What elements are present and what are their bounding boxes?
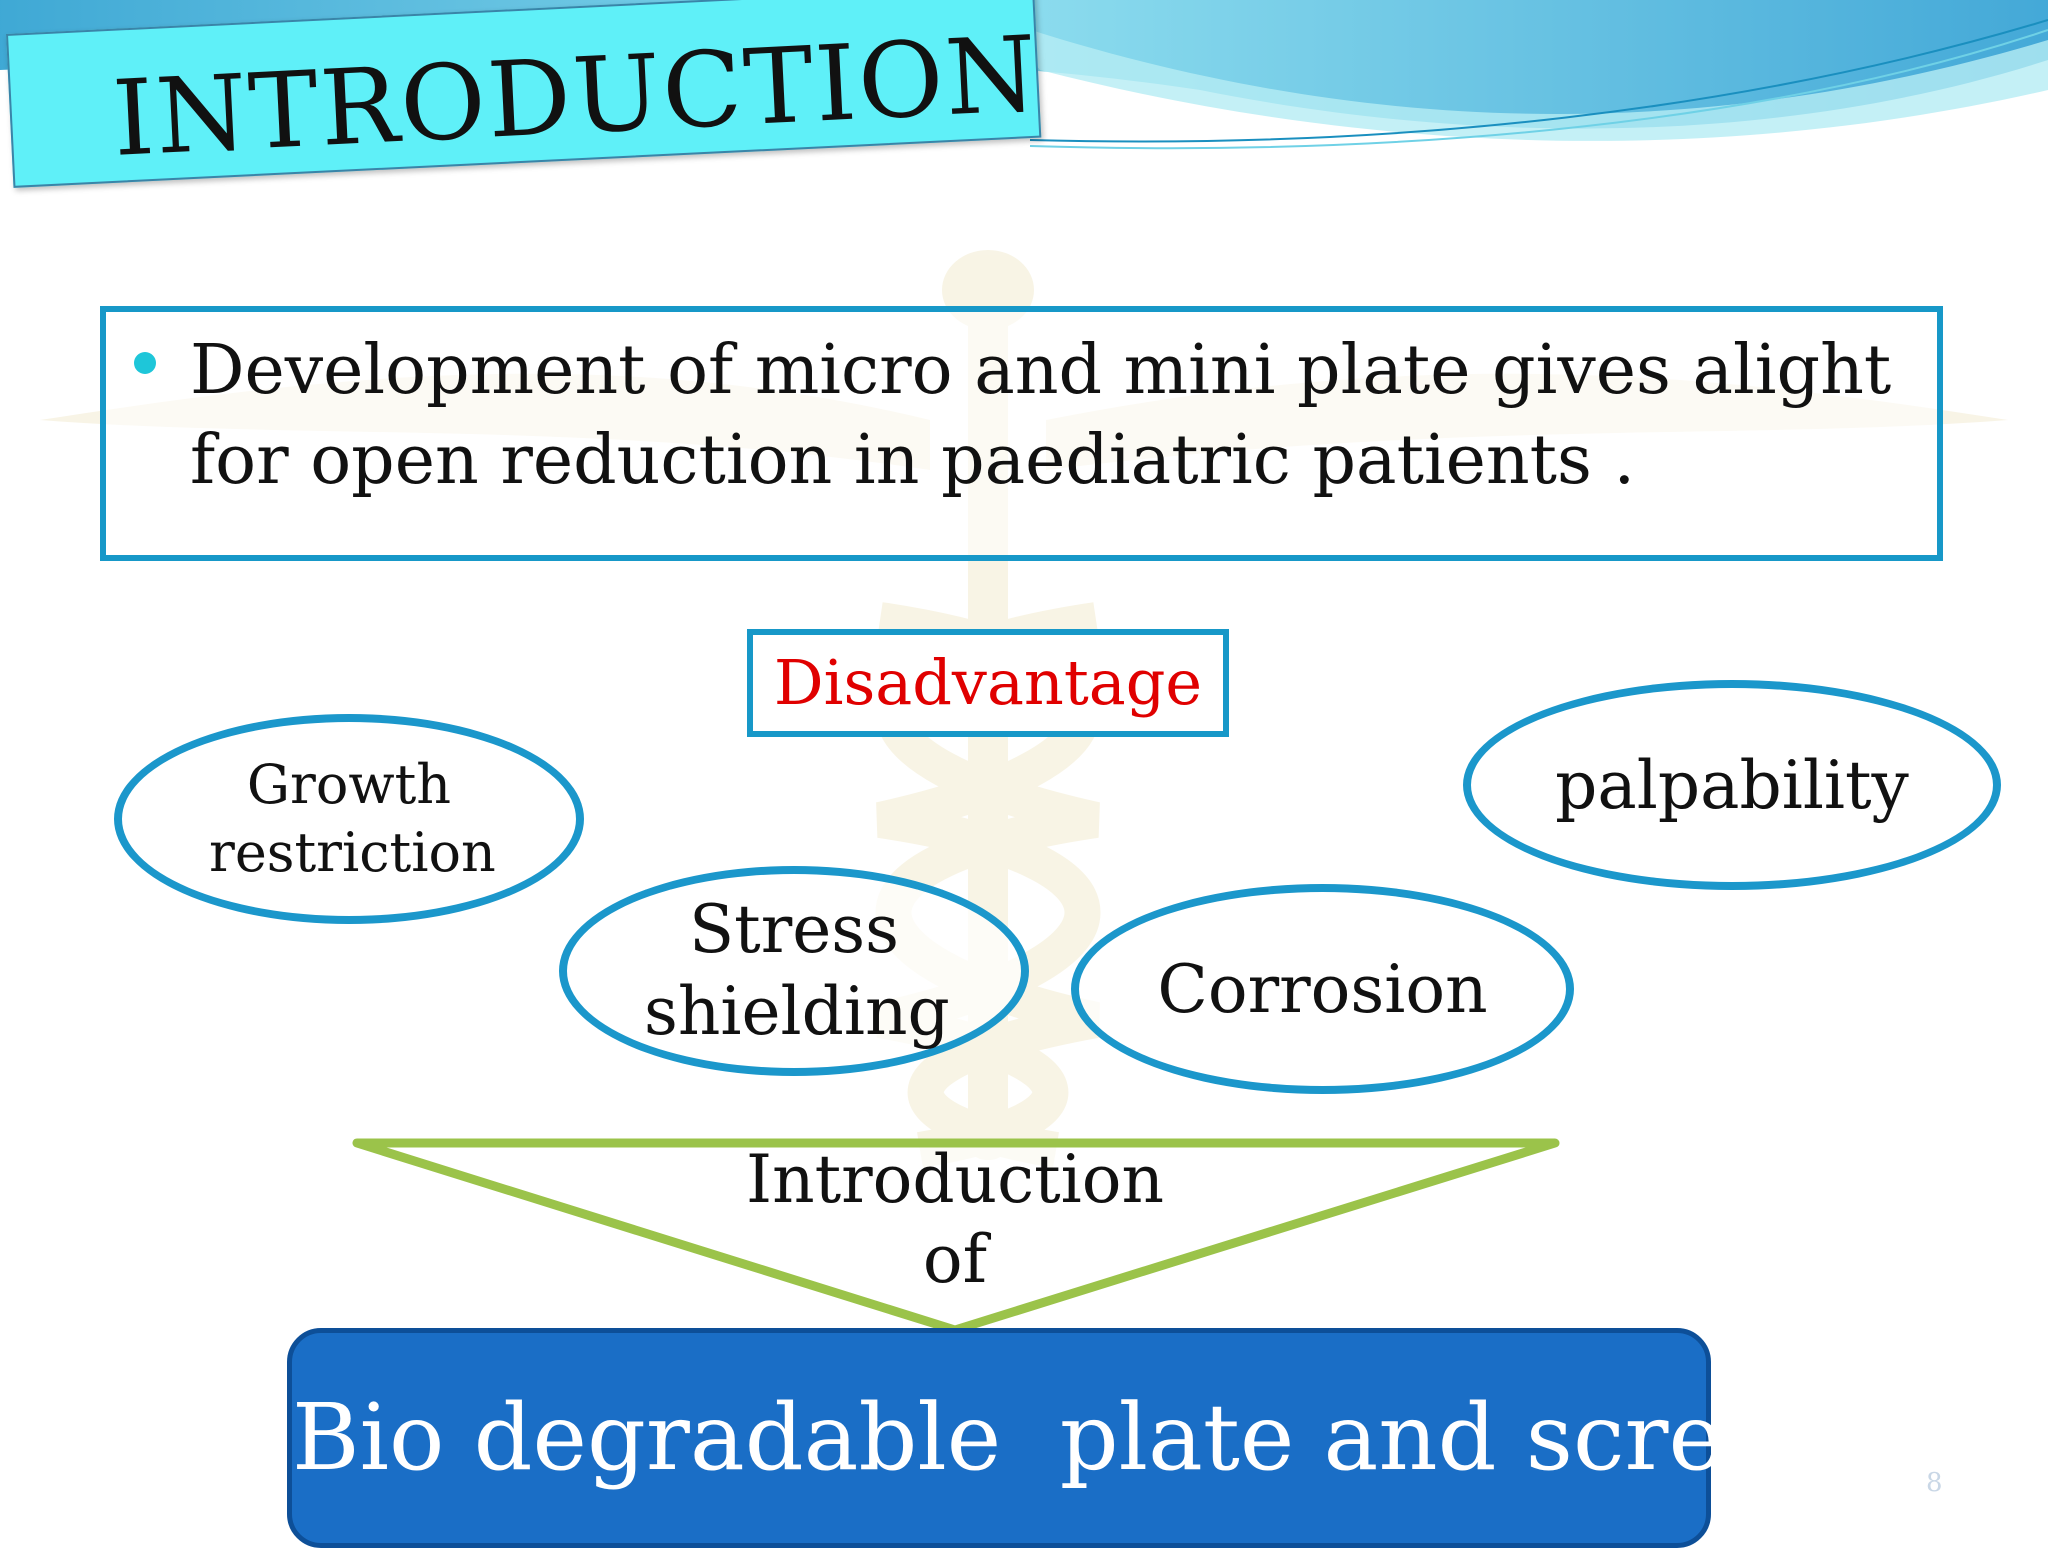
stress-shielding-ellipse: Stress shielding xyxy=(559,866,1029,1076)
stress-shielding-text: Stress shielding xyxy=(644,891,950,1050)
growth-restriction-ellipse: Growth restriction xyxy=(114,714,584,924)
corrosion-ellipse: Corrosion xyxy=(1071,884,1574,1094)
palpability-text: palpability xyxy=(1555,746,1909,824)
corrosion-text: Corrosion xyxy=(1157,950,1488,1028)
page-number: 8 xyxy=(1926,1468,1943,1498)
intro-bullet-text: Development of micro and mini plate give… xyxy=(190,331,1892,500)
introduction-of-text: Introduction of xyxy=(746,1141,1164,1298)
circle-bullet-icon xyxy=(134,352,156,374)
growth-restriction-text: Growth restriction xyxy=(209,753,496,884)
intro-bullet-box: Development of micro and mini plate give… xyxy=(100,306,1943,561)
biodegradable-result-box: Bio degradable plate and screw xyxy=(287,1328,1802,1548)
disadvantage-label: Disadvantage xyxy=(747,629,1229,737)
palpability-ellipse: palpability xyxy=(1463,680,2001,890)
